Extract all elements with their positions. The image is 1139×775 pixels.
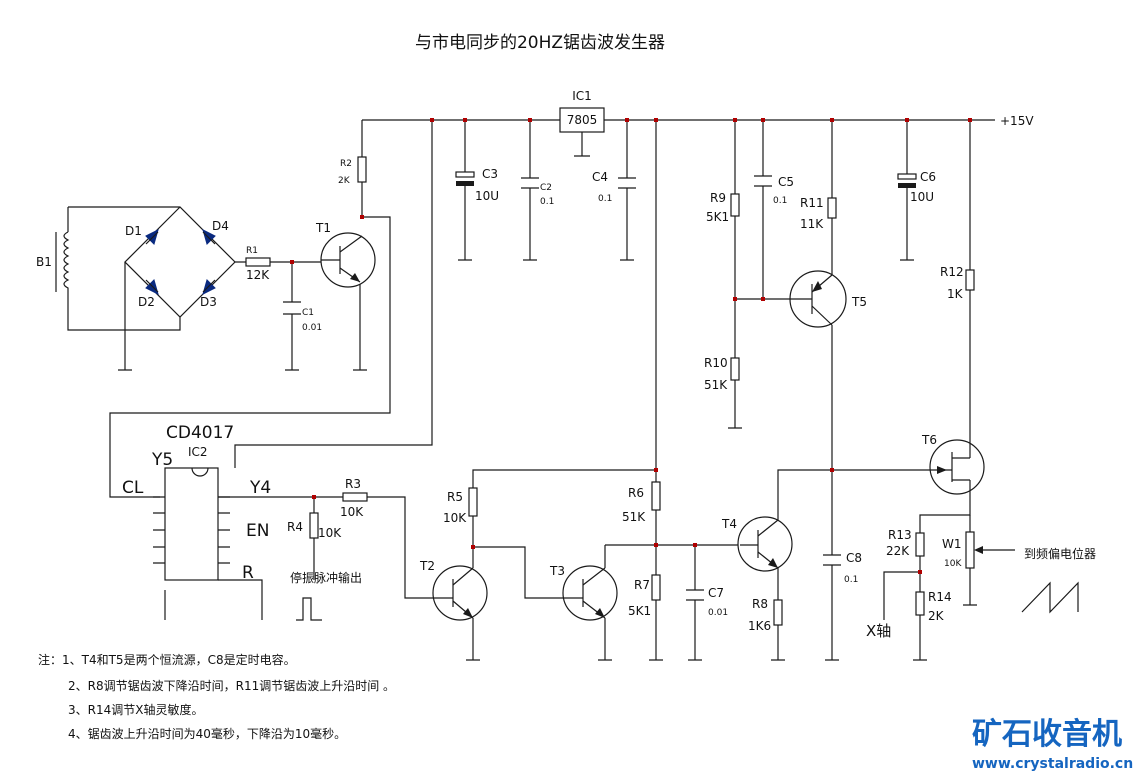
- r5-name: R5: [447, 490, 463, 504]
- t2-label: T2: [419, 559, 435, 573]
- r14-value: 2K: [928, 609, 945, 623]
- r8-name: R8: [752, 597, 768, 611]
- c8-value: 0.1: [844, 575, 858, 585]
- r10-value: 51K: [704, 378, 728, 392]
- ic2-counter: CD4017 IC2 Y5 Y4 CL EN R: [122, 423, 271, 583]
- r11-name: R11: [800, 196, 824, 210]
- r9-name: R9: [710, 191, 726, 205]
- w1-value: 10K: [944, 559, 962, 569]
- t3-label: T3: [549, 564, 565, 578]
- junction-dots: [290, 118, 972, 574]
- t1-label: T1: [315, 221, 331, 235]
- transformer-label: B1: [36, 255, 52, 269]
- ic1-part: 7805: [567, 113, 598, 127]
- r13-name: R13: [888, 528, 912, 542]
- c3-name: C3: [482, 167, 498, 181]
- c4-name: C4: [592, 170, 608, 184]
- wires: [67, 119, 1015, 661]
- diode-d1-label: D1: [125, 224, 142, 238]
- r4-value: 10K: [318, 526, 342, 540]
- diode-d4-label: D4: [212, 219, 229, 233]
- r2-name: R2: [340, 159, 352, 169]
- r10-name: R10: [704, 356, 728, 370]
- note-3: 3、R14调节X轴灵敏度。: [68, 702, 203, 717]
- r7-name: R7: [634, 578, 650, 592]
- c3-value: 10U: [475, 189, 499, 203]
- note-1: 注：1、T4和T5是两个恒流源，C8是定时电容。: [38, 652, 296, 667]
- ic1-regulator: 7805 IC1: [559, 89, 605, 133]
- notes: 注：1、T4和T5是两个恒流源，C8是定时电容。 2、R8调节锯齿波下降沿时间，…: [38, 652, 395, 741]
- t4-label: T4: [721, 517, 737, 531]
- site-logo: 矿石收音机: [972, 717, 1122, 752]
- c2-value: 0.1: [540, 197, 554, 207]
- r4-name: R4: [287, 520, 303, 534]
- ic2-part: CD4017: [166, 423, 234, 443]
- supply-label: +15V: [1000, 114, 1034, 128]
- c5-value: 0.1: [773, 196, 787, 206]
- transistor-t2: T2: [419, 559, 488, 621]
- r2-value: 2K: [338, 176, 351, 186]
- r8-value: 1K6: [748, 619, 771, 633]
- c5-name: C5: [778, 175, 794, 189]
- note-4: 4、锯齿波上升沿时间为40毫秒，下降沿为10毫秒。: [68, 726, 346, 741]
- potentiometer-w1: W1 10K: [942, 531, 983, 569]
- transistor-t6: T6: [921, 433, 985, 495]
- ic2-name: IC2: [188, 445, 208, 459]
- stop-pulse-label: 停振脉冲输出: [290, 570, 362, 585]
- r14-name: R14: [928, 590, 952, 604]
- r3-name: R3: [345, 477, 361, 491]
- r5-value: 10K: [443, 511, 467, 525]
- transistor-t4: T4: [721, 516, 793, 572]
- bridge-diodes: D1 D4 D2 D3: [125, 219, 229, 309]
- pulse-waveform: [296, 597, 322, 621]
- c2-name: C2: [540, 183, 552, 193]
- transistor-t1: T1: [315, 221, 376, 288]
- c7-name: C7: [708, 586, 724, 600]
- r12-value: 1K: [947, 287, 964, 301]
- c1-name: C1: [302, 308, 314, 318]
- r6-value: 51K: [622, 510, 646, 524]
- w1-name: W1: [942, 537, 962, 551]
- ic2-pin-en: EN: [246, 521, 269, 541]
- transistor-t5: T5: [789, 270, 867, 328]
- ic2-pin-y5: Y5: [151, 450, 173, 470]
- r1-value: 12K: [246, 268, 270, 282]
- site-url: www.crystalradio.cn: [972, 756, 1133, 772]
- t5-label: T5: [851, 295, 867, 309]
- diode-d3-label: D3: [200, 295, 217, 309]
- x-axis-label: X轴: [866, 622, 891, 640]
- r7-value: 5K1: [628, 604, 651, 618]
- diagram-title: 与市电同步的20HZ锯齿波发生器: [415, 33, 665, 53]
- capacitors: C1 0.01 C3 10U C2 0.1 C4 0.1 C5 0.1 C6 1…: [283, 167, 936, 618]
- r11-value: 11K: [800, 217, 824, 231]
- r13-value: 22K: [886, 544, 910, 558]
- sawtooth-waveform: [1021, 581, 1079, 614]
- note-2: 2、R8调节锯齿波下降沿时间，R11调节锯齿波上升沿时间 。: [68, 678, 395, 693]
- ic1-name: IC1: [572, 89, 592, 103]
- ic2-pin-cl: CL: [122, 478, 144, 498]
- diode-d2-label: D2: [138, 295, 155, 309]
- resistors: R1 12K R2 2K R3 10K R4 10K R5 10K R6 51K…: [245, 156, 975, 633]
- c8-name: C8: [846, 551, 862, 565]
- r12-name: R12: [940, 265, 964, 279]
- r9-value: 5K1: [706, 210, 729, 224]
- r3-value: 10K: [340, 505, 364, 519]
- to-deflection-label: 到频偏电位器: [1024, 546, 1096, 561]
- ic2-pin-r: R: [242, 563, 254, 583]
- transformer-b1: B1: [36, 231, 70, 292]
- c4-value: 0.1: [598, 194, 612, 204]
- ic2-pin-y4: Y4: [249, 478, 271, 498]
- r6-name: R6: [628, 486, 644, 500]
- c6-value: 10U: [910, 190, 934, 204]
- t6-label: T6: [921, 433, 937, 447]
- c7-value: 0.01: [708, 608, 728, 618]
- r1-name: R1: [246, 246, 258, 256]
- c6-name: C6: [920, 170, 936, 184]
- c1-value: 0.01: [302, 323, 322, 333]
- transistor-t3: T3: [549, 564, 618, 621]
